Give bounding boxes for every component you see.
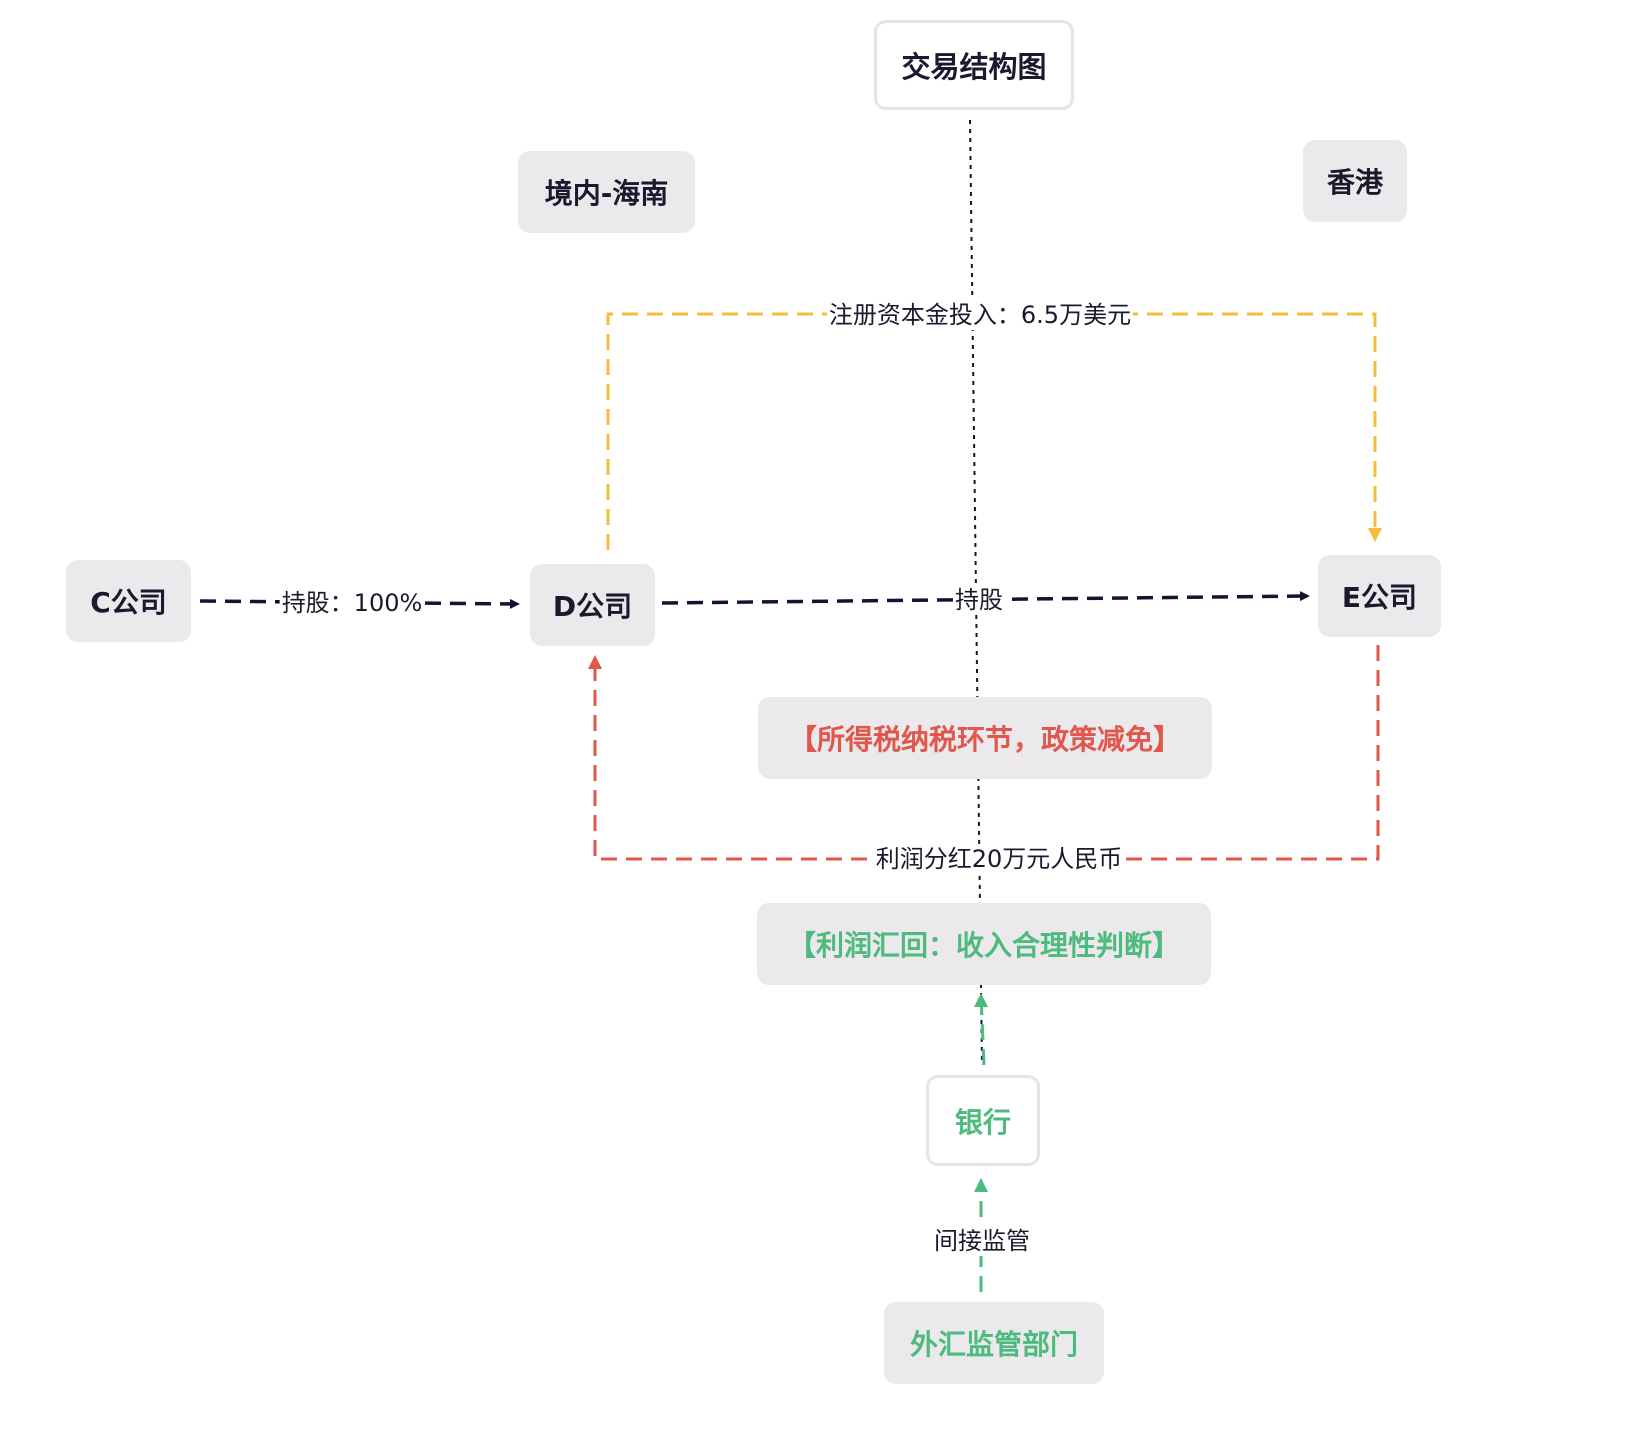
edge-label-c-to-d: 持股：100% — [279, 588, 425, 618]
node-bank: 银行 — [926, 1075, 1040, 1166]
edge-d-to-e-holding — [661, 591, 1310, 605]
edge-label-d-to-e-holding: 持股 — [953, 585, 1005, 615]
note-tax: 【所得税纳税环节，政策减免】 — [758, 697, 1212, 779]
note-repatriation: 【利润汇回：收入合理性判断】 — [757, 903, 1211, 985]
diagram-title: 交易结构图 — [874, 20, 1074, 110]
edge-label-forex-to-bank: 间接监管 — [932, 1226, 1032, 1256]
region-hongkong: 香港 — [1303, 140, 1407, 222]
edge-label-capital: 注册资本金投入：6.5万美元 — [826, 300, 1134, 330]
node-e-company: E公司 — [1318, 555, 1441, 637]
node-forex-dept: 外汇监管部门 — [884, 1302, 1104, 1384]
edge-bank-to-note — [974, 993, 988, 1066]
edge-capital-injection — [606, 312, 1382, 550]
region-domestic: 境内-海南 — [518, 151, 695, 233]
node-d-company: D公司 — [530, 564, 655, 646]
node-c-company: C公司 — [66, 560, 191, 642]
edge-label-dividend: 利润分红20万元人民币 — [873, 844, 1125, 874]
